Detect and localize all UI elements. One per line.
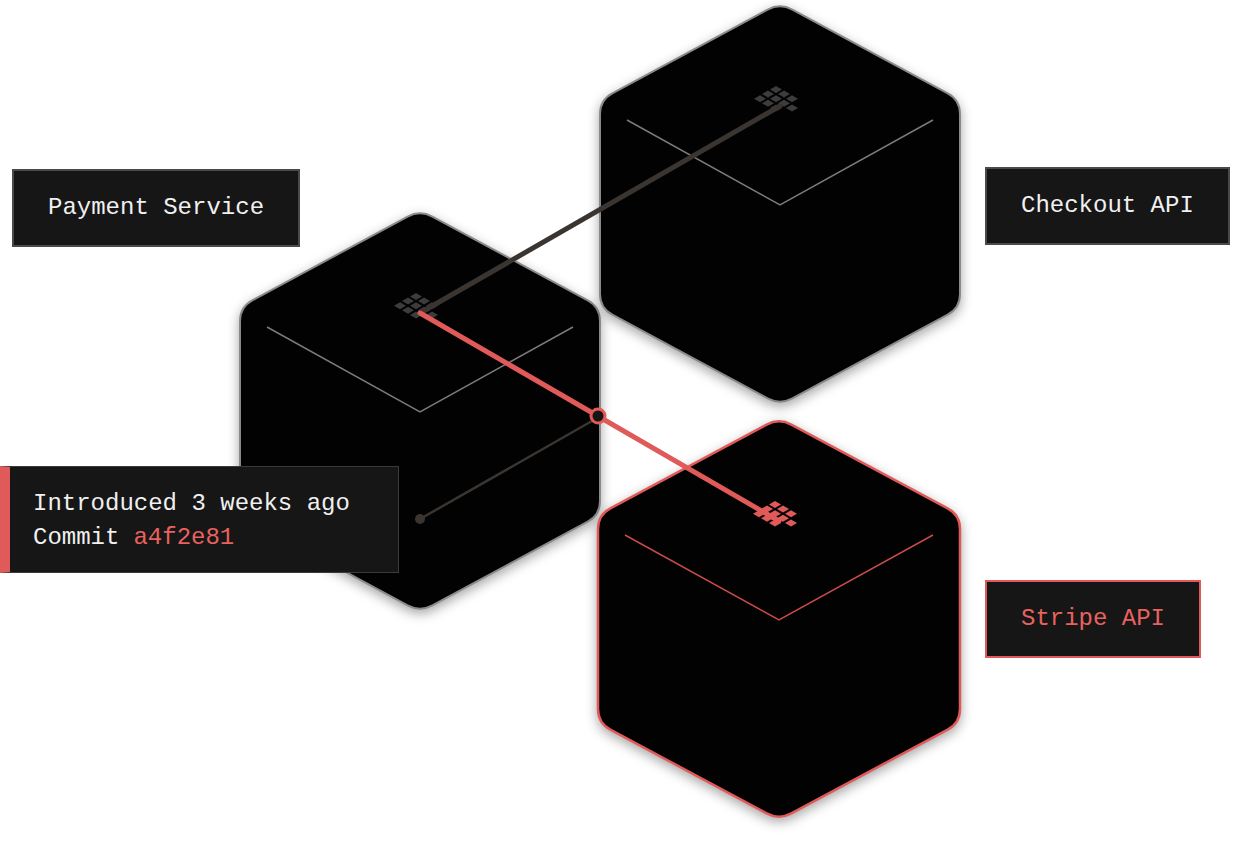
icon-cell (777, 515, 789, 522)
icon-cell (410, 293, 422, 300)
callout-box: Introduced 3 weeks agoCommit a4f2e81 (0, 466, 399, 573)
cube-top-edge (627, 120, 933, 205)
callout-line: Introduced 3 weeks ago (33, 487, 376, 521)
service-label: Stripe API (985, 580, 1201, 658)
icon-cell (769, 501, 781, 508)
icon-cell (770, 86, 782, 93)
icon-cell (418, 298, 430, 305)
service-label: Payment Service (12, 169, 300, 247)
service-icon (754, 86, 798, 111)
icon-cell (785, 519, 797, 526)
icon-cell (402, 298, 414, 305)
cube-top-edge (267, 327, 573, 412)
icon-cell (394, 302, 406, 309)
callout-text: Commit (33, 524, 119, 551)
callout-line: Commit a4f2e81 (33, 521, 376, 555)
service-icon (394, 293, 438, 318)
icon-cell (786, 95, 798, 102)
icon-cell (426, 302, 438, 309)
icon-cell (786, 104, 798, 111)
service-icon (753, 501, 797, 526)
icon-cell (769, 510, 781, 517)
icon-cell (402, 307, 414, 314)
service-label: Checkout API (985, 167, 1230, 245)
cube-outline (600, 6, 960, 401)
callout-text: Introduced 3 weeks ago (33, 490, 350, 517)
cube-illustration (598, 418, 960, 820)
icon-cell (762, 91, 774, 98)
icon-cell (769, 519, 781, 526)
commit-hash: a4f2e81 (133, 524, 234, 551)
cube-illustration (600, 3, 960, 405)
service-node: Stripe API (598, 418, 960, 820)
icon-cell (753, 510, 765, 517)
icon-cell (785, 510, 797, 517)
icon-cell (778, 91, 790, 98)
icon-cell (410, 311, 422, 318)
icon-cell (777, 506, 789, 513)
icon-cell (761, 515, 773, 522)
icon-cell (418, 307, 430, 314)
icon-cell (761, 506, 773, 513)
icon-cell (770, 95, 782, 102)
cube-outline (598, 421, 960, 816)
icon-cell (410, 302, 422, 309)
icon-cell (426, 311, 438, 318)
service-node: Checkout API (600, 3, 960, 405)
icon-cell (770, 104, 782, 111)
cube-top-edge (625, 535, 933, 620)
icon-cell (762, 100, 774, 107)
icon-cell (778, 100, 790, 107)
icon-cell (754, 95, 766, 102)
